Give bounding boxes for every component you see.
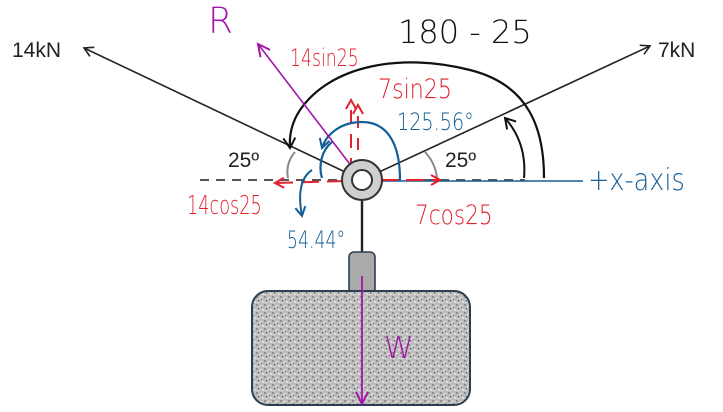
left-vertical-component-label: 14sin25 (290, 44, 359, 72)
reference-angle-label: 54.44° (287, 226, 346, 254)
right-vertical-component-label: 7sin25 (378, 74, 452, 105)
x-axis-label: +x-axis (588, 163, 685, 198)
force-14kn-label: 14kN (12, 39, 62, 62)
force-14kn-arrow (82, 46, 363, 181)
right-horizontal-component-label: 7cos25 (415, 200, 493, 231)
resultant-angle-label: 125.56° (397, 108, 474, 136)
angle-25-arc-arrow (503, 116, 526, 179)
ring-inner (351, 169, 373, 191)
weight-label: W (384, 331, 414, 366)
resultant-angle-arc (322, 120, 402, 181)
weight-block (251, 290, 471, 406)
reference-angle-arc (319, 141, 333, 179)
left-angle-label: 25º (228, 149, 260, 172)
force-7kn-label: 7kN (658, 39, 696, 62)
angle-180-25-arc (282, 61, 546, 179)
left-horizontal-component-arrow (275, 181, 346, 183)
left-horizontal-component-label: 14cos25 (187, 191, 262, 221)
resultant-label: R (208, 1, 234, 42)
resultant-arrow (256, 42, 363, 181)
right-angle-arc (424, 151, 438, 179)
angle-180-25-label: 180 - 25 (398, 13, 532, 51)
left-angle-arc (286, 151, 296, 179)
force-7kn-arrow (361, 44, 652, 181)
right-angle-label: 25º (445, 149, 477, 172)
reference-angle-pointer (300, 169, 313, 216)
